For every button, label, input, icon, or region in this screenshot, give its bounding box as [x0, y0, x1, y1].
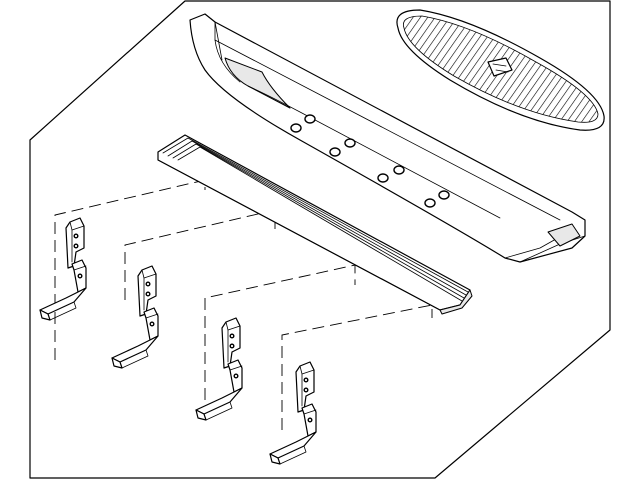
bracket-4	[269, 361, 317, 465]
bracket-3	[195, 317, 243, 421]
assembly-lines	[54, 179, 433, 430]
frame-outline	[29, 0, 611, 479]
step-pad	[396, 9, 605, 131]
running-board	[189, 13, 586, 263]
mounting-rail	[157, 134, 473, 315]
mounting-holes	[290, 114, 450, 208]
bracket-2	[111, 265, 159, 369]
bracket-1	[39, 217, 87, 321]
